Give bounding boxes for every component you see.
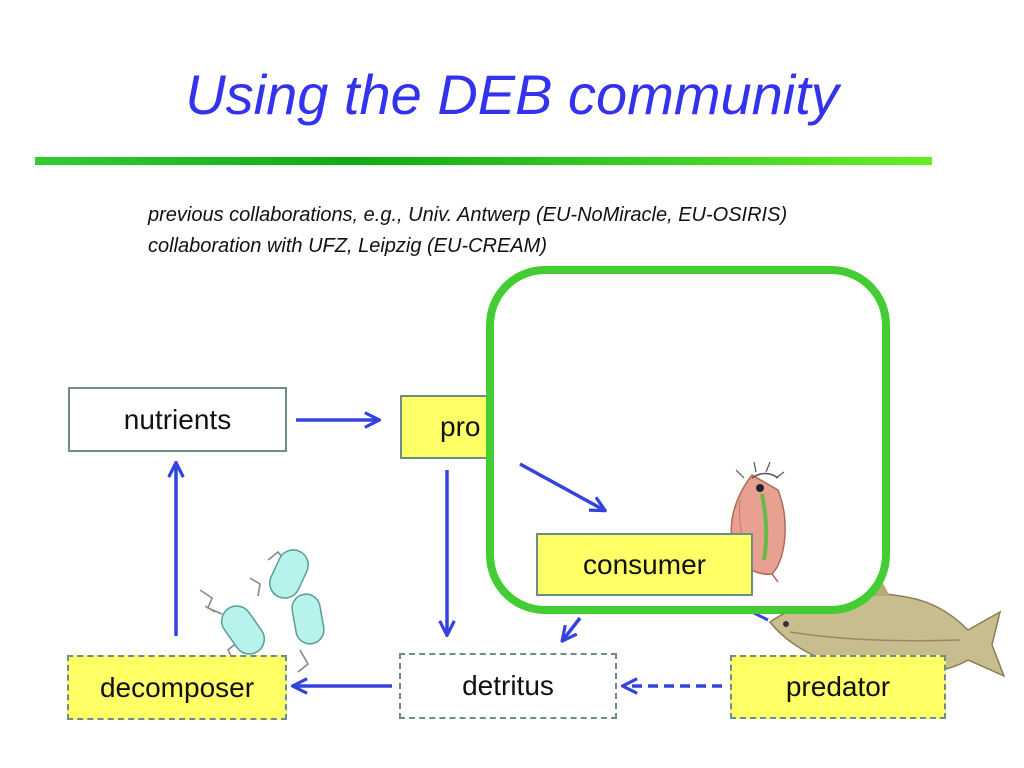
consumer-label: consumer: [583, 548, 706, 580]
note-line-1: previous collaborations, e.g., Univ. Ant…: [148, 204, 788, 226]
decomposer-box: decomposer: [67, 655, 287, 720]
note-line-2: collaboration with UFZ, Leipzig (EU-CREA…: [148, 235, 548, 257]
producer-box: pro: [400, 395, 500, 459]
title-underline: [35, 157, 932, 165]
decomposer-label: decomposer: [99, 671, 255, 703]
slide-title: Using the DEB community: [185, 63, 839, 126]
predator-box: predator: [730, 655, 946, 719]
consumer-highlight-frame: [486, 266, 890, 614]
bacteria-illustration: [199, 549, 325, 673]
producer-label: pro: [440, 411, 481, 442]
consumer-box: consumer: [536, 533, 753, 596]
collaboration-notes: previous collaborations, e.g., Univ. Ant…: [148, 200, 787, 262]
arrow-producer-to-consumer-inner: [519, 462, 604, 510]
nutrients-label: nutrients: [123, 403, 232, 435]
detritus-label: detritus: [462, 670, 554, 701]
arrow-consumer-to-detritus: [563, 616, 582, 640]
nutrients-box: nutrients: [68, 387, 287, 452]
predator-label: predator: [785, 671, 891, 702]
detritus-box: detritus: [399, 653, 617, 719]
